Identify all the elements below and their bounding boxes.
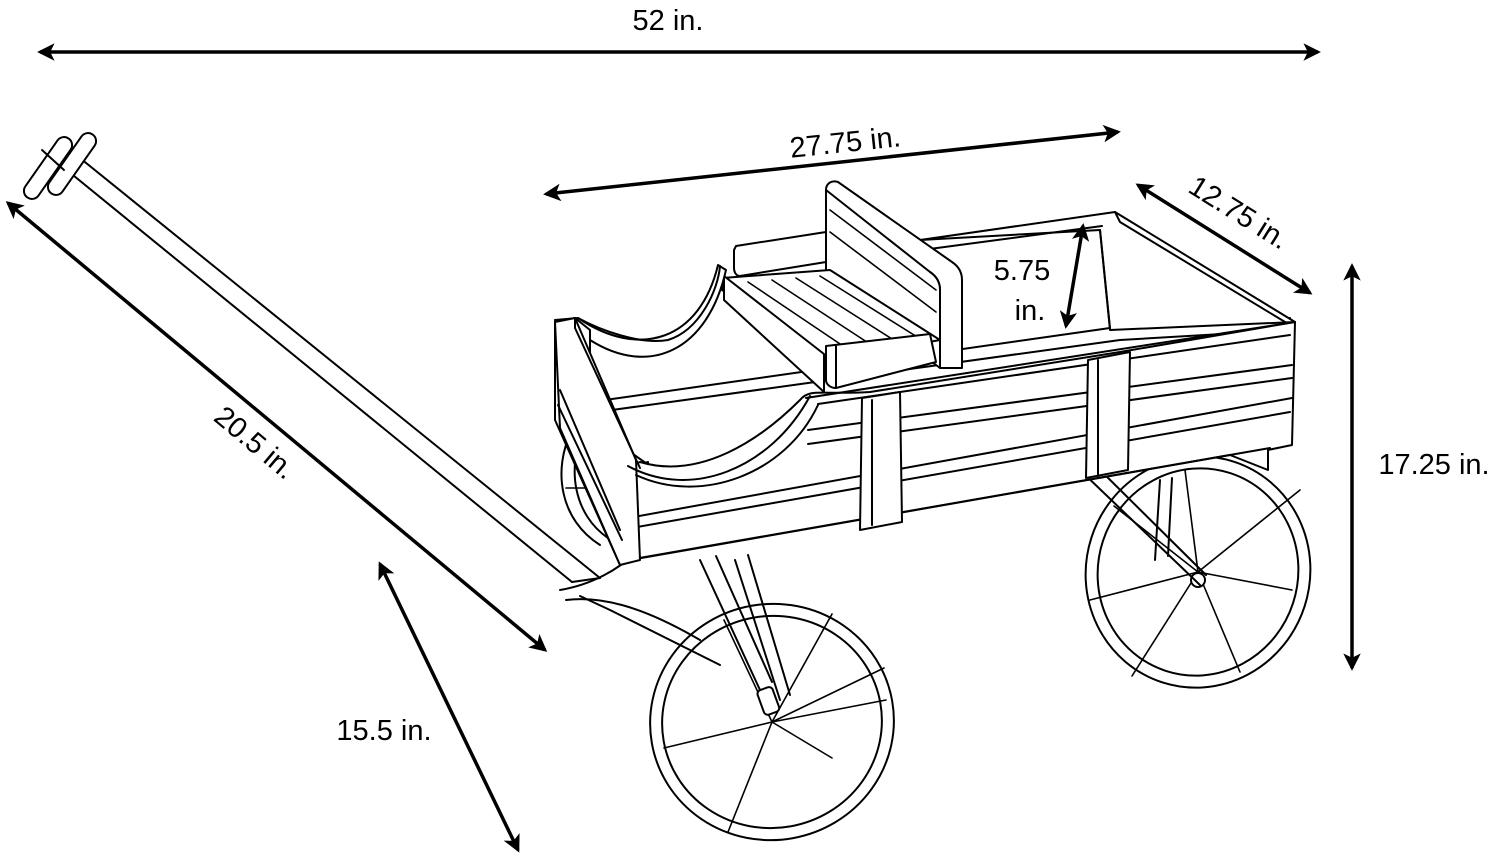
wagon-handle <box>22 132 601 583</box>
wheel-diameter-arrow <box>378 561 520 853</box>
rear-wheel <box>1084 455 1312 689</box>
front-wheel <box>649 602 895 842</box>
bed-width-arrow <box>1135 183 1313 295</box>
bed-depth-label-line1: 5.75 <box>994 255 1050 287</box>
handle-length-label: 20.5 in. <box>208 400 301 486</box>
overall-length-label: 52 in. <box>633 5 704 37</box>
wagon-drawing <box>22 132 1312 842</box>
dimension-arrows <box>5 43 1361 853</box>
overall-height-label: 17.25 in. <box>1378 449 1489 481</box>
wagon-body <box>554 317 1296 566</box>
wagon-seat <box>721 180 963 393</box>
bed-length-arrow <box>543 124 1121 202</box>
bed-width-label: 12.75 in. <box>1183 170 1294 256</box>
wheel-diameter-label: 15.5 in. <box>336 715 431 747</box>
handle-length-arrow <box>5 201 548 652</box>
bed-depth-arrow <box>1059 223 1090 329</box>
bed-depth-label-line2: in. <box>1015 295 1046 327</box>
